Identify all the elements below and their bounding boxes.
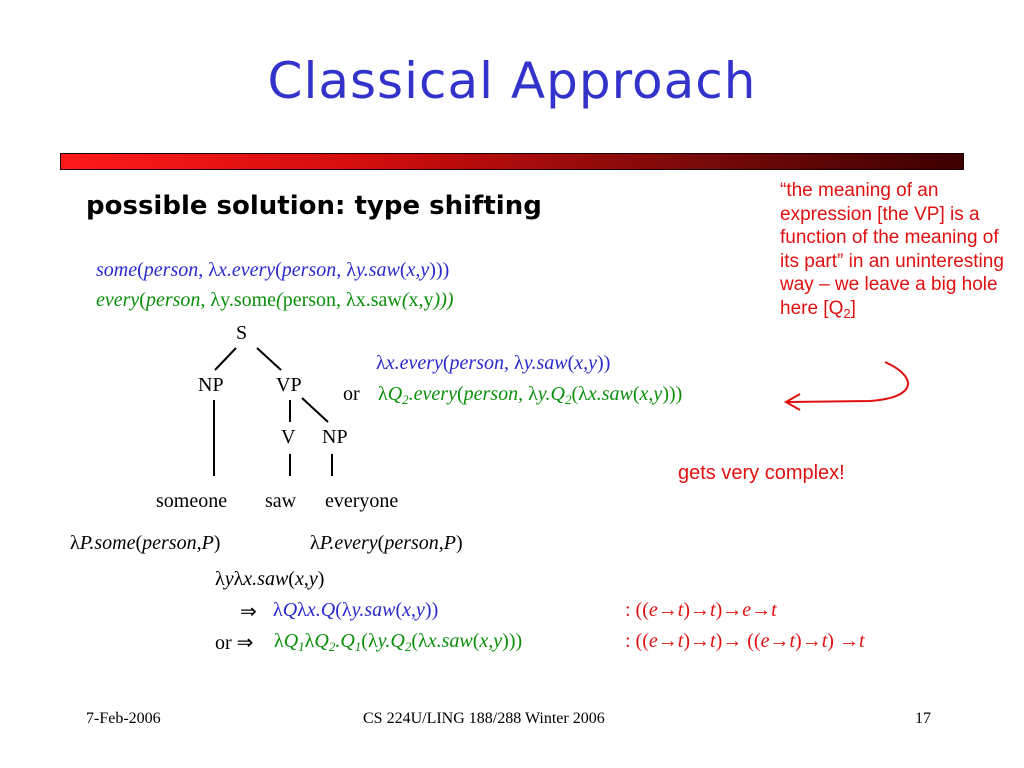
tree-node-vp: VP <box>276 374 302 396</box>
gq-some-meaning: λP.some(person,P) <box>70 532 221 554</box>
saw-base-meaning: λyλx.saw(x,y) <box>215 568 325 590</box>
shift-or-label: or ⇒ <box>215 632 254 654</box>
gq-every-meaning: λP.every(person,P) <box>310 532 463 554</box>
vp-or-label: or <box>343 383 360 405</box>
title-divider-bar <box>60 153 964 170</box>
tree-edge-s-vp <box>256 347 282 371</box>
tree-node-np-subject: NP <box>198 374 224 396</box>
note-pointer-arrow <box>783 361 909 411</box>
saw-shift-both: λQ1λQ2.Q1(λy.Q2(λx.saw(x,y))) <box>274 630 523 654</box>
footer-page-number: 17 <box>915 710 931 727</box>
tree-leaf-someone: someone <box>156 490 228 512</box>
tree-node-v: V <box>281 426 296 448</box>
tree-leaf-everyone: everyone <box>325 490 399 512</box>
tree-edge-s-np <box>214 347 237 371</box>
tree-edge-vp-np <box>301 397 329 423</box>
slide-subtitle: possible solution: type shifting <box>86 191 542 221</box>
compositionality-note: “the meaning of an expression [the VP] i… <box>780 180 1004 321</box>
vp-meaning-option-1: λx.every(person, λy.saw(x,y)) <box>376 352 611 374</box>
complexity-remark: gets very complex! <box>678 462 845 484</box>
vp-meaning-option-2: λQ2.every(person, λy.Q2(λx.saw(x,y))) <box>378 383 683 407</box>
slide-title: Classical Approach <box>267 52 757 110</box>
reading-some-every: some(person, λx.every(person, λy.saw(x,y… <box>96 259 450 281</box>
type-object-shift: : ((e→t)→t)→e→t <box>625 599 777 621</box>
type-both-shift: : ((e→t)→t)→ ((e→t)→t) →t <box>625 630 865 652</box>
reading-every-some: every(person, λy.some(person, λx.saw(x,y… <box>96 289 454 311</box>
footer-date: 7-Feb-2006 <box>86 710 161 727</box>
saw-shift-object: λQλx.Q(λy.saw(x,y)) <box>273 599 439 621</box>
footer-course: CS 224U/LING 188/288 Winter 2006 <box>363 710 605 727</box>
tree-node-np-object: NP <box>322 426 348 448</box>
tree-leaf-saw: saw <box>265 490 297 512</box>
tree-node-s: S <box>236 322 248 344</box>
shift-arrow-1: ⇒ <box>240 601 257 623</box>
